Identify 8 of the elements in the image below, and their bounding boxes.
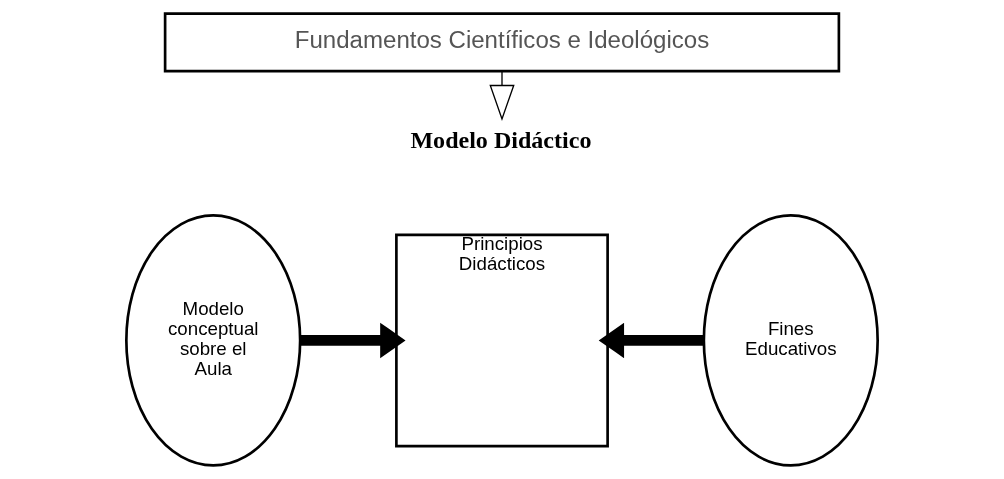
node-ellipse: Modelo conceptual sobre el Aula bbox=[125, 214, 302, 467]
node-box: Fundamentos Científicos e Ideológicos bbox=[163, 12, 841, 73]
node-text: Modelo Didáctico bbox=[410, 126, 592, 153]
node-box: Principios Didácticos bbox=[395, 233, 609, 448]
node-ellipse: Fines Educativos bbox=[702, 214, 879, 467]
arrow bbox=[489, 70, 515, 121]
arrow bbox=[598, 322, 704, 359]
arrow bbox=[300, 322, 406, 359]
